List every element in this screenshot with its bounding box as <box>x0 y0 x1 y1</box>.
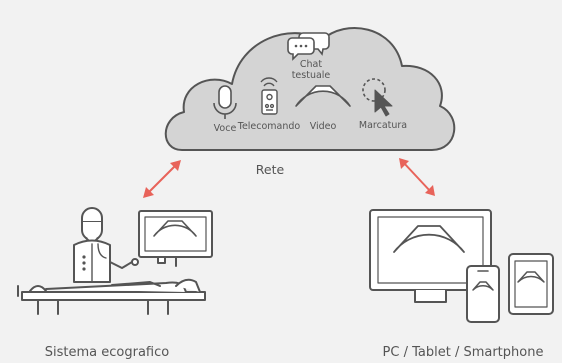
voice-label: Voce <box>214 123 237 134</box>
ultrasound-system-illustration <box>17 207 213 315</box>
chat-label-line2: testuale <box>292 70 331 81</box>
marking-cursor-icon <box>362 78 393 117</box>
cloud: Chat testuale Voce Telecomando Video <box>164 27 456 151</box>
pc-monitor <box>369 209 492 303</box>
remote-label: Telecomando <box>237 121 301 132</box>
tablet <box>508 253 554 315</box>
video-label: Video <box>310 121 337 132</box>
microphone-icon <box>213 85 237 119</box>
remote-control-icon <box>260 77 278 115</box>
patient-on-bed <box>17 278 206 315</box>
smartphone <box>466 265 500 323</box>
doctor-figure <box>73 207 139 283</box>
left-connection-arrow <box>143 160 181 198</box>
network-label: Rete <box>256 162 285 177</box>
ultrasound-monitor <box>138 210 213 267</box>
right-connection-arrow <box>399 158 435 196</box>
ultrasound-video-icon <box>295 85 351 107</box>
chat-icon <box>287 32 330 61</box>
devices-illustration <box>369 209 554 323</box>
chat-label-line1: Chat <box>300 59 322 70</box>
ultrasound-system-label: Sistema ecografico <box>45 345 169 360</box>
devices-label: PC / Tablet / Smartphone <box>383 345 544 360</box>
marking-label: Marcatura <box>359 120 407 131</box>
